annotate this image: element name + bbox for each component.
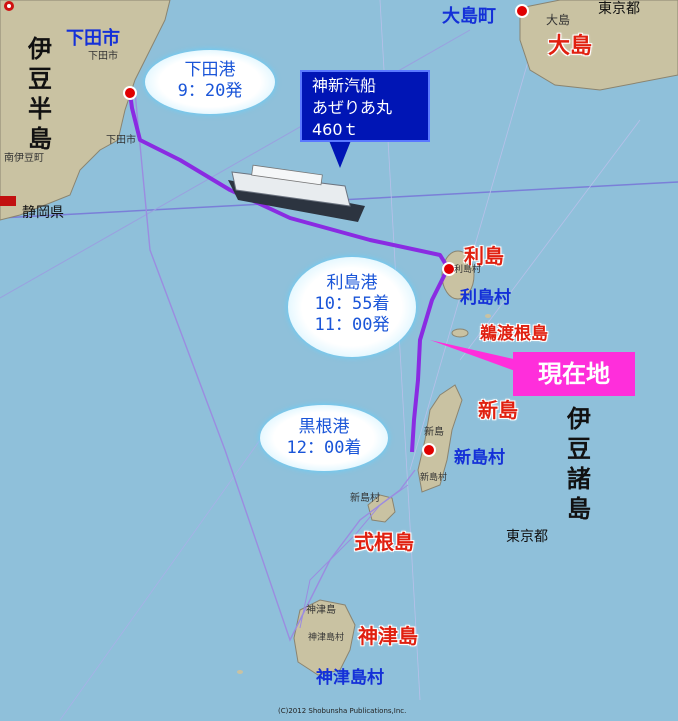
road-sign-icon — [0, 1, 16, 206]
secondary-ferry-route — [299, 484, 409, 629]
kozushima-village-label: 神津島村 — [316, 668, 384, 688]
bubble-time: 12：00着 — [286, 438, 362, 458]
oshima-town-label: 大島町 — [442, 6, 496, 27]
ship-info-box: 神新汽船 あぜりあ丸 460ｔ — [300, 70, 430, 142]
main-ferry-route — [128, 92, 450, 453]
niijima-small-label-3: 新島村 — [350, 493, 380, 504]
toshima-village-label: 利島村 — [460, 288, 511, 308]
toshima-small-label: 利島村 — [454, 265, 482, 275]
ferry-line-faint — [59, 439, 261, 721]
kozushima-label: 神津島 — [358, 624, 418, 648]
port-dot-icon — [515, 4, 529, 18]
current-location-badge: 現在地 — [513, 352, 635, 396]
niijima-village-label: 新島村 — [454, 448, 505, 468]
niijima-label: 新島 — [478, 398, 518, 422]
shimoda-port-bubble: 下田港 9：20発 — [145, 50, 275, 114]
oshima-small-label: 大島 — [546, 13, 571, 27]
toshima-label: 利島 — [464, 244, 504, 268]
shikinejima-label: 式根島 — [354, 530, 414, 554]
bubble-depart: 11：00発 — [314, 315, 390, 335]
ferry-line-faint — [409, 19, 541, 471]
bubble-port: 下田港 — [184, 60, 236, 80]
oshima-label: 大島 — [548, 34, 593, 59]
shimoda-small-label-2: 下田市 — [106, 135, 136, 146]
ship-tonnage: 460ｔ — [312, 120, 359, 139]
bubble-port: 利島港 — [326, 273, 378, 293]
islet-land — [485, 314, 491, 318]
islet-land — [237, 670, 243, 674]
niijima-small-label-2: 新島村 — [420, 473, 448, 483]
bubble-arrive: 10：55着 — [314, 294, 390, 314]
kozushima-land — [293, 599, 356, 676]
port-dot-icon — [422, 443, 436, 457]
minamiizu-label: 南伊豆町 — [4, 153, 44, 164]
current-location-pointer — [430, 340, 518, 372]
niijima-small-label: 新島 — [424, 427, 444, 438]
kozushima-small-label-2: 神津島村 — [308, 633, 345, 643]
shimoda-small-label: 下田市 — [88, 51, 118, 62]
tokyo-label-mid: 東京都 — [506, 529, 548, 545]
tokyo-label-top: 東京都 — [598, 1, 640, 17]
bubble-time: 9：20発 — [177, 81, 243, 101]
udoneshima-land — [451, 328, 469, 338]
kurone-port-bubble: 黒根港 12：00着 — [260, 405, 388, 471]
toshima-port-bubble: 利島港 10：55着 11：00発 — [288, 257, 416, 357]
shizuoka-label: 静岡県 — [22, 205, 64, 221]
shimoda-city-label: 下田市 — [66, 28, 120, 49]
kozushima-small-label: 神津島 — [306, 605, 336, 616]
oshima-land — [519, 0, 678, 91]
izu-shoto-label: 伊豆諸島 — [567, 405, 591, 523]
ship-callout-tail — [328, 138, 352, 168]
izu-hanto-label: 伊豆半島 — [28, 35, 52, 153]
izu-peninsula-land — [0, 0, 171, 221]
ship-name: あぜりあ丸 — [312, 98, 393, 117]
shikinejima-land — [367, 494, 396, 523]
niijima-land — [417, 384, 463, 493]
port-dot-icon — [123, 86, 137, 100]
bubble-port: 黒根港 — [298, 417, 350, 437]
ferry-line-faint — [459, 119, 641, 361]
udoneshima-label: 鵜渡根島 — [480, 324, 548, 344]
port-dot-icon — [442, 262, 456, 276]
ship-image — [228, 164, 365, 222]
ship-company: 神新汽船 — [312, 76, 377, 95]
copyright-label: (C)2012 Shobunsha Publications,Inc. — [278, 707, 407, 715]
